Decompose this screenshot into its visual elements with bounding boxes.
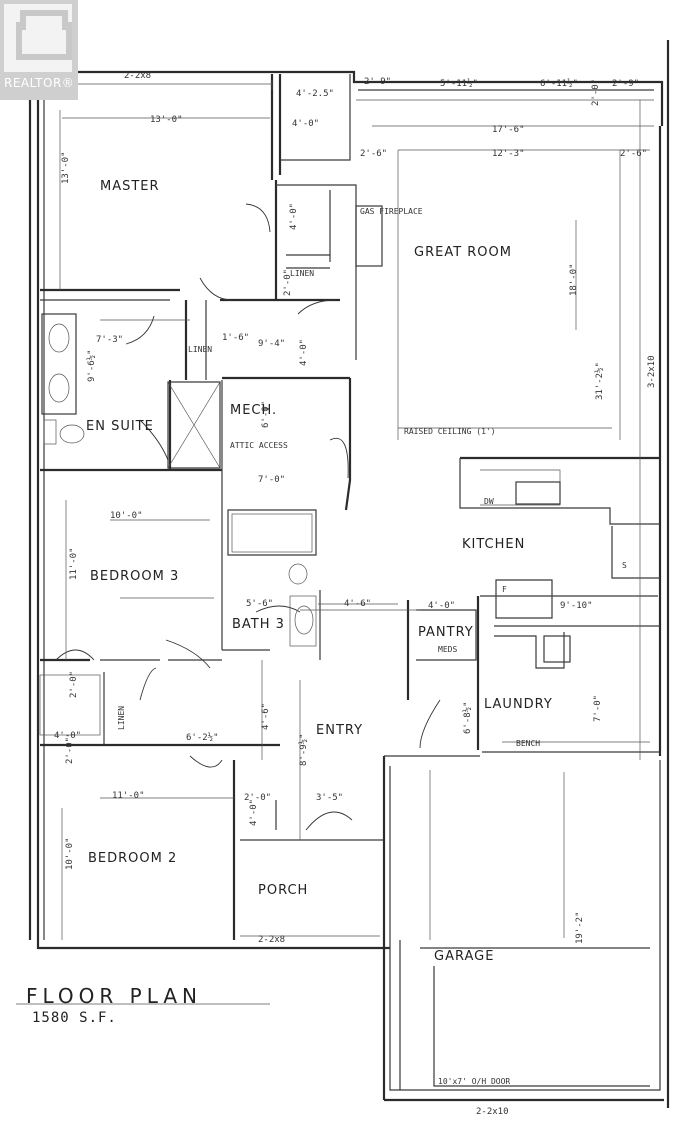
room-label-kitchen: KITCHEN (462, 537, 525, 552)
dim-great-12-3: 12'-3" (492, 149, 525, 159)
dim-great-width: 17'-6" (492, 125, 525, 135)
room-label-porch: PORCH (258, 883, 308, 898)
label-dw: DW (484, 497, 494, 506)
dim-bed2-depth: 10'-0" (65, 837, 75, 870)
label-raised-ceiling: RAISED CEILING (1') (404, 427, 496, 436)
dim-master-depth: 13'-0" (61, 151, 71, 184)
room-label-bedroom2: BEDROOM 2 (88, 851, 177, 866)
dim-top-2-0: 2'-0" (591, 79, 601, 106)
label-garage-door: 10'x7' O/H DOOR (438, 1077, 510, 1086)
room-label-bath3: BATH 3 (232, 617, 285, 632)
dim-closet-4-0: 4'-0" (292, 119, 319, 129)
room-label-entry: ENTRY (316, 723, 363, 738)
room-label-laundry: LAUNDRY (484, 697, 553, 712)
dim-linen-2-0: 2'-0" (283, 269, 293, 296)
room-label-bedroom3: BEDROOM 3 (90, 569, 179, 584)
interior-walls (40, 74, 660, 940)
dim-hall-9-4: 9'-4" (258, 339, 285, 349)
room-label-garage: GARAGE (434, 949, 494, 964)
dim-mech-6-0: 6'-0" (261, 401, 271, 428)
dim-great-depth: 18'-0" (569, 263, 579, 296)
dim-top-5-11: 5'-11½" (440, 78, 478, 89)
dim-porch-header: 2-2x8 (258, 935, 285, 945)
dim-porch-2-0: 2'-0" (244, 793, 271, 803)
plan-area: 1580 S.F. (32, 1010, 117, 1026)
dim-top-2-6: 2'-6" (360, 149, 387, 159)
room-label-ensuite: EN SUITE (86, 419, 154, 434)
dim-laundry-6-8: 6'-8½" (462, 701, 473, 734)
dim-porch-4-0: 4'-0" (249, 799, 259, 826)
dim-mech-7-0: 7'-0" (258, 475, 285, 485)
room-label-mech: MECH. (230, 403, 277, 418)
dim-porch-3-5: 3'-5" (316, 793, 343, 803)
dim-kitchen-9-10: 9'-10" (560, 601, 593, 611)
realtor-watermark-text: REALTOR® (4, 76, 75, 90)
plan-title: FLOOR PLAN (26, 984, 202, 1008)
dim-bath-5-6: 5'-6" (246, 599, 273, 609)
dim-master-width: 13'-0" (150, 115, 183, 125)
fixtures (39, 205, 571, 736)
dim-bed3-depth: 11'-0" (69, 547, 79, 580)
label-gas-fireplace: GAS FIREPLACE (360, 207, 423, 216)
label-attic-access: ATTIC ACCESS (230, 441, 288, 450)
label-sink: S (622, 561, 627, 570)
dim-laundry-7-0: 7'-0" (593, 695, 603, 722)
room-label-pantry: PANTRY (418, 625, 474, 640)
dim-top-2-6b: 2'-6" (620, 149, 647, 159)
room-label-great-room: GREAT ROOM (414, 245, 512, 260)
dim-bed3-width: 10'-0" (110, 511, 143, 521)
dim-hall-4-6: 4'-6" (261, 703, 271, 730)
dim-closet-2-0b: 2'-0" (65, 737, 75, 764)
label-linen-1: LINEN (290, 269, 314, 278)
dim-entry-8-9: 8'-9½" (298, 733, 309, 766)
label-bench: BENCH (516, 739, 540, 748)
dim-bed2-width: 11'-0" (112, 791, 145, 801)
dim-header-right: 3-2x10 (647, 355, 657, 388)
dim-top-6-11: 6'-11½" (540, 78, 578, 89)
dim-ensuite-7-3: 7'-3" (96, 335, 123, 345)
dim-fireplace: 4'-0" (289, 203, 299, 230)
label-linen-3: LINEN (117, 706, 126, 730)
dim-ensuite-9-6: 9'-6½" (86, 349, 97, 382)
dim-garage-header: 2-2x10 (476, 1107, 509, 1117)
dim-hall-1-6: 1'-6" (222, 333, 249, 343)
door-swings (55, 203, 441, 831)
dim-closet-2-0: 2'-0" (69, 671, 79, 698)
dim-top-2-9: 2'-9" (364, 77, 391, 87)
realtor-house-icon (4, 4, 72, 72)
label-meds: MEDS (438, 645, 457, 654)
realtor-watermark: REALTOR® (0, 0, 78, 100)
room-label-master: MASTER (100, 179, 160, 194)
dim-garage-depth: 19'-2" (575, 911, 585, 944)
label-linen-2: LINEN (188, 345, 212, 354)
dim-hall-6-2: 6'-2½" (186, 732, 219, 743)
dim-closet-top: 4'-2.5" (296, 89, 334, 99)
dim-hall-4-0: 4'-0" (299, 339, 309, 366)
label-fridge: F (502, 585, 507, 594)
dim-top-header: 2-2x8 (124, 71, 151, 81)
dim-pantry-4-6: 4'-6" (344, 599, 371, 609)
dim-great-total: 31'-2½" (594, 362, 605, 400)
dim-closet-4-0b: 4'-0" (54, 731, 81, 741)
dim-pantry-4-0: 4'-0" (428, 601, 455, 611)
exterior-walls (28, 40, 670, 1108)
dim-top-2-9b: 2'-9" (612, 79, 639, 89)
